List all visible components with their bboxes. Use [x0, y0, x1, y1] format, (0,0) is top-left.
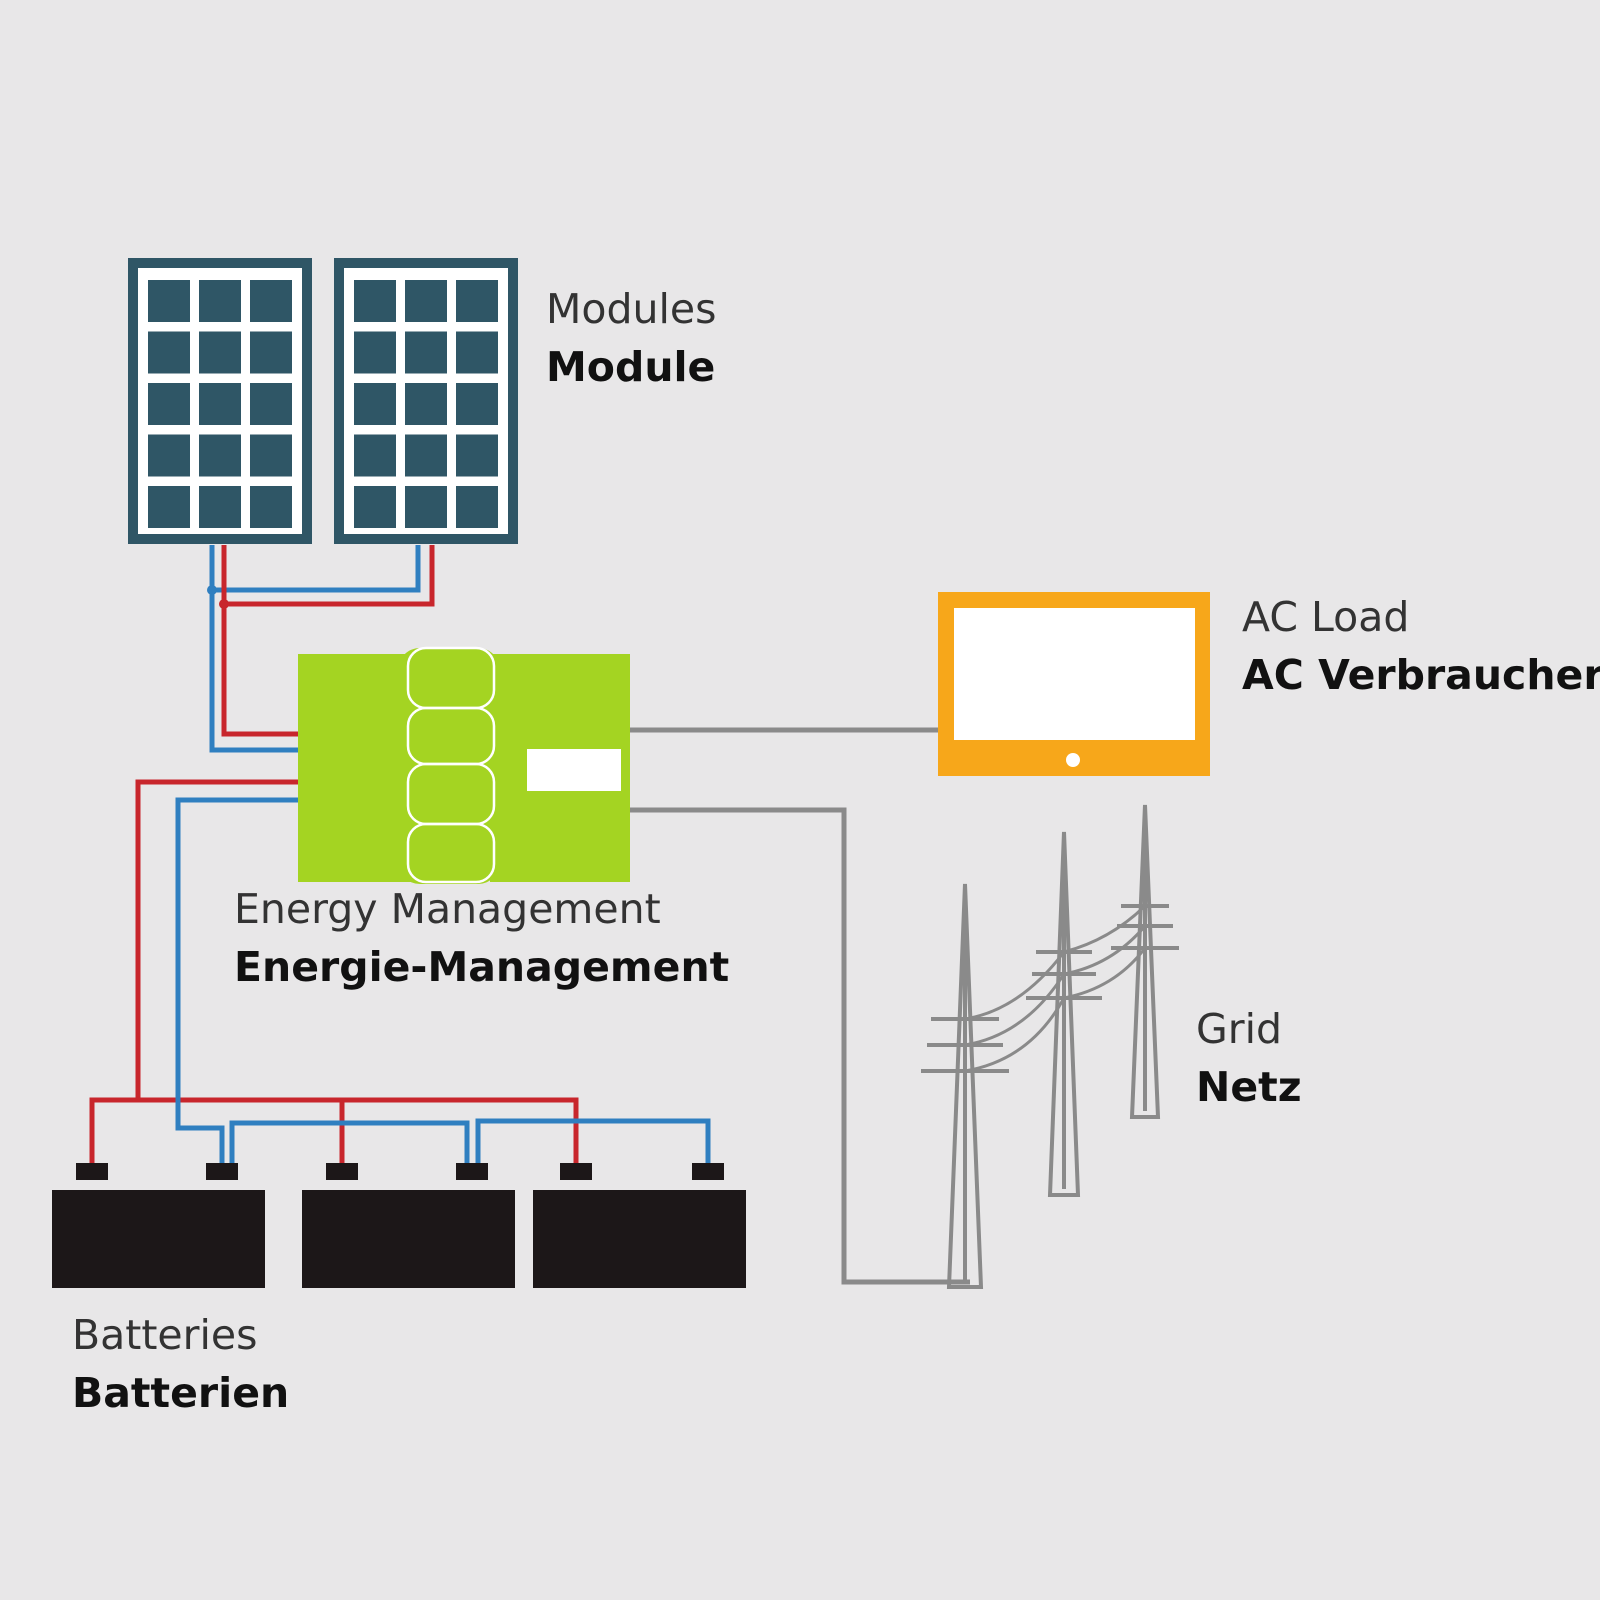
- solar-cell: [199, 486, 241, 528]
- battery-positive-bus: [89, 1097, 579, 1167]
- power-pylon: [921, 883, 1009, 1289]
- solar-panel-icon: [128, 258, 518, 544]
- module-negative-feed: [209, 590, 298, 753]
- battery-body: [302, 1190, 515, 1288]
- power-pylon: [1111, 804, 1179, 1119]
- module-wiring: [207, 545, 435, 753]
- module-positive-feed: [221, 604, 298, 737]
- solar-cell: [456, 280, 498, 322]
- power-line: [964, 904, 1147, 1021]
- solar-cell: [199, 383, 241, 425]
- energy-management-label: Energy Management Energie-Management: [234, 880, 729, 996]
- solar-cell: [148, 486, 190, 528]
- battery-positive-feed: [135, 779, 298, 1100]
- ac-load-label-en: AC Load: [1242, 593, 1410, 641]
- solar-cell: [199, 280, 241, 322]
- solar-cell: [354, 434, 396, 477]
- solar-cell: [250, 280, 292, 322]
- solar-cell: [456, 383, 498, 425]
- modules-label-en: Modules: [546, 285, 717, 333]
- solar-cell: [405, 486, 447, 528]
- inverter-cells: [406, 646, 496, 884]
- solar-cell: [199, 434, 241, 477]
- solar-cell: [405, 280, 447, 322]
- inverter-icon: [298, 646, 630, 884]
- solar-cell: [354, 383, 396, 425]
- solar-cell: [250, 383, 292, 425]
- battery-body: [533, 1190, 746, 1288]
- battery: [533, 1163, 746, 1288]
- battery-terminal: [456, 1163, 488, 1180]
- batteries-label: Batteries Batterien: [72, 1306, 289, 1422]
- battery-terminal: [560, 1163, 592, 1180]
- battery: [52, 1163, 265, 1288]
- module-negative-wire: [209, 545, 421, 593]
- battery-negative-feed: [175, 797, 298, 1167]
- battery-icon: [52, 1163, 746, 1288]
- battery-negative-link-2: [475, 1118, 711, 1167]
- module-negative-junction: [207, 585, 217, 595]
- grid-label: Grid Netz: [1196, 1000, 1302, 1116]
- solar-cell: [354, 486, 396, 528]
- solar-panel: [128, 258, 312, 544]
- energy-management-label-en: Energy Management: [234, 885, 661, 933]
- solar-cell: [354, 280, 396, 322]
- module-positive-wire: [221, 545, 435, 607]
- solar-cell: [456, 486, 498, 528]
- solar-cell: [250, 486, 292, 528]
- solar-cell: [148, 383, 190, 425]
- battery-terminal: [206, 1163, 238, 1180]
- energy-management-label-de: Energie-Management: [234, 943, 730, 991]
- solar-cell: [405, 331, 447, 374]
- battery-body: [52, 1190, 265, 1288]
- solar-cell: [456, 434, 498, 477]
- battery-terminal: [76, 1163, 108, 1180]
- solar-cell: [405, 434, 447, 477]
- grid-line: [630, 807, 970, 1285]
- batteries-label-en: Batteries: [72, 1311, 258, 1359]
- power-pylon: [1026, 831, 1102, 1197]
- solar-cell: [250, 434, 292, 477]
- solar-cell: [405, 383, 447, 425]
- solar-cell: [148, 331, 190, 374]
- pylon-mast: [1129, 804, 1161, 1119]
- ac-wiring: [630, 727, 970, 1285]
- battery-negative-link-1: [229, 1120, 470, 1167]
- solar-panel: [334, 258, 518, 544]
- solar-cell: [199, 331, 241, 374]
- inverter-display: [527, 749, 621, 791]
- solar-cell: [354, 331, 396, 374]
- module-positive-junction: [219, 599, 229, 609]
- ac-load-label: AC Load AC Verbraucher: [1242, 588, 1600, 704]
- power-pylon-icon: [921, 804, 1179, 1289]
- pylon-mast: [1047, 831, 1081, 1197]
- ac-load-label-de: AC Verbraucher: [1242, 651, 1600, 699]
- batteries-label-de: Batterien: [72, 1369, 290, 1417]
- solar-cell: [250, 331, 292, 374]
- solar-cell: [148, 280, 190, 322]
- solar-cell: [148, 434, 190, 477]
- battery: [302, 1163, 515, 1288]
- power-line: [964, 925, 1147, 1047]
- battery-terminal: [326, 1163, 358, 1180]
- grid-label-de: Netz: [1196, 1063, 1302, 1111]
- power-line: [964, 947, 1147, 1073]
- pylon-mast: [946, 883, 984, 1289]
- monitor-icon: [938, 592, 1210, 776]
- grid-label-en: Grid: [1196, 1005, 1283, 1053]
- battery-terminal: [692, 1163, 724, 1180]
- modules-label: Modules Module: [546, 280, 716, 396]
- battery-wiring: [89, 779, 711, 1167]
- monitor-screen: [954, 608, 1195, 740]
- solar-cell: [456, 331, 498, 374]
- monitor-button: [1066, 753, 1080, 767]
- modules-label-de: Module: [546, 343, 716, 391]
